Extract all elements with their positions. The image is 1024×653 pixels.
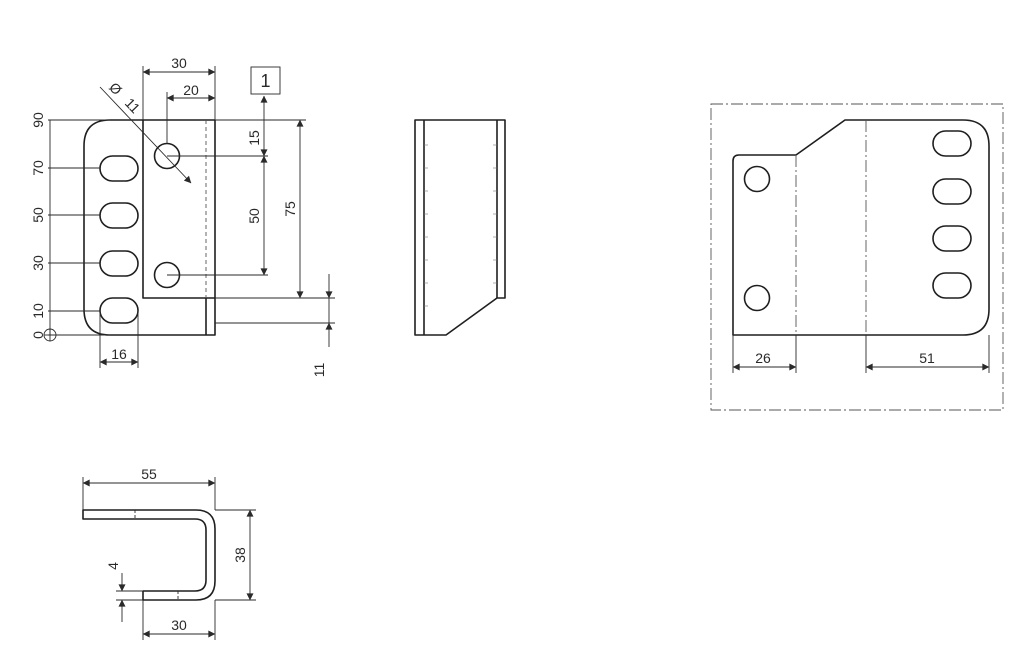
- flat-slot-2: [932, 178, 972, 205]
- ordinate-label-50: 50: [30, 207, 46, 223]
- diameter-leader: [99, 86, 192, 184]
- top-view: 55 38 4 30: [82, 466, 256, 640]
- dim-slot-16: 16: [111, 346, 127, 362]
- dim-top-15: 15: [246, 130, 262, 146]
- dim-hole-span-50: 50: [246, 208, 262, 224]
- dim-offset-11: 11: [311, 363, 327, 378]
- flat-pattern-outline: [732, 119, 990, 336]
- dim-diameter-symbol: Ø: [106, 79, 125, 98]
- dim-height-75: 75: [282, 201, 298, 217]
- dim-hole-offset-20: 20: [183, 82, 199, 98]
- view-marker-label: 1: [260, 71, 270, 91]
- ordinate-label-90: 90: [30, 112, 46, 128]
- flat-pattern-frame: [710, 103, 1004, 411]
- flat-pattern: 26 51: [710, 103, 1004, 411]
- dim-width-30: 30: [171, 55, 187, 71]
- top-view-outline: [82, 509, 216, 601]
- flat-slot-1: [932, 130, 972, 157]
- view-marker-box: [250, 66, 281, 95]
- side-view: [414, 119, 506, 336]
- dim-right-51: 51: [919, 350, 935, 366]
- side-view-ticks: [424, 144, 497, 307]
- flat-slot-3: [932, 225, 972, 252]
- dim-length-55: 55: [141, 466, 157, 482]
- slot-50: [99, 202, 139, 229]
- ordinate-label-70: 70: [30, 160, 46, 176]
- flat-hole-upper: [743, 165, 771, 193]
- front-view: 90 70 50 30 10 0 30 20 Ø 11 1 15 50 75: [30, 55, 335, 377]
- dim-thickness-4: 4: [105, 562, 121, 570]
- front-view-flange: [142, 120, 215, 299]
- dim-left-26: 26: [755, 350, 771, 366]
- flat-hole-lower: [743, 284, 771, 312]
- side-view-outline: [414, 119, 506, 336]
- ordinate-label-30: 30: [30, 255, 46, 271]
- flat-slot-4: [932, 272, 972, 299]
- ordinate-label-10: 10: [30, 303, 46, 319]
- ordinate-label-0: 0: [30, 331, 46, 339]
- slot-70: [99, 155, 139, 182]
- slot-30: [99, 250, 139, 277]
- slot-10: [99, 297, 139, 324]
- dim-height-38: 38: [232, 547, 248, 563]
- dim-return-30: 30: [171, 617, 187, 633]
